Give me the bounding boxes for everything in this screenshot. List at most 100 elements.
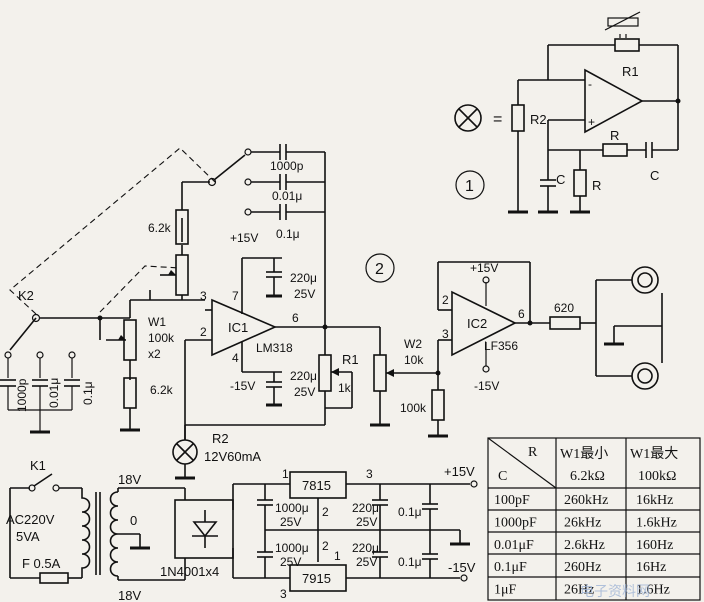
ps-cap220-25-top: 25V: [356, 515, 377, 529]
table-sub1: 6.2kΩ: [570, 469, 605, 484]
ic1-pin7: 7: [232, 289, 239, 303]
table-cell: 160Hz: [636, 538, 673, 553]
r1-name: R1: [342, 352, 359, 367]
ic1-cap220-top: 220μ: [290, 271, 317, 285]
ic1-pin2: 2: [200, 325, 207, 339]
18v-top: 18V: [118, 472, 141, 487]
reg-pin2-top: 2: [322, 505, 329, 519]
inset-c-bottom: C: [556, 172, 565, 187]
zero-label: 0: [130, 513, 137, 528]
table-cell: 1000pF: [494, 515, 537, 530]
out-plus15: +15V: [444, 464, 475, 479]
ic2-pin6: 6: [518, 307, 525, 321]
table-cell: 26Hz: [564, 583, 594, 598]
table-cell: 100pF: [494, 493, 530, 508]
ic1-cap220-bot: 220μ: [290, 369, 317, 383]
w1-name: W1: [148, 315, 166, 329]
r2-value: 12V60mA: [204, 449, 261, 464]
w2-value: 10k: [404, 353, 424, 367]
ic2-minus15: -15V: [474, 379, 499, 393]
table-cell: 260kHz: [564, 493, 608, 508]
range-switch-top: 1000p 0.01μ 0.1μ: [207, 144, 326, 325]
ps-cap01-bot: 0.1μ: [398, 555, 422, 569]
svg-text:-: -: [588, 77, 592, 91]
reg-pin3-top: 3: [366, 467, 373, 481]
table-cell: 26kHz: [564, 515, 601, 530]
w1-value: 100k: [148, 331, 175, 345]
r2-lamp: R2 12V60mA: [172, 425, 261, 480]
r-620: 620: [554, 301, 574, 315]
table-cell: 1.6kHz: [636, 515, 677, 530]
output-section: 620: [549, 266, 663, 390]
table-cell: 2.6kHz: [564, 538, 605, 553]
reg-pin1-bot: 1: [334, 549, 341, 563]
watermark: 电子资料网: [580, 584, 650, 600]
reg-pin3-bot: 3: [280, 587, 287, 601]
ic2-pin3: 3: [442, 327, 449, 341]
reg-pin2-bot: 2: [322, 539, 329, 553]
table-cell: 1.6Hz: [636, 583, 670, 598]
ganged-link: [9, 147, 216, 315]
left-capacitor-bank: 1000p 0.01μ 0.1μ: [0, 358, 95, 434]
w2-potentiometer: W2 10k 100k: [370, 327, 448, 438]
svg-text:+: +: [588, 115, 595, 129]
ps-cap1000-bot: 1000μ: [275, 541, 309, 555]
cap-1000p-left: 1000p: [15, 378, 29, 412]
inset-r2: R2: [530, 112, 547, 127]
va-label: 5VA: [16, 529, 40, 544]
table-cell: 0.1μF: [494, 560, 527, 575]
table-sub2: 100kΩ: [638, 469, 676, 484]
r1-potentiometer: R1 1k: [185, 327, 359, 426]
table-cell: 16kHz: [636, 493, 673, 508]
inset-r: R: [610, 128, 619, 143]
cap-01-top: 0.1μ: [276, 227, 300, 241]
inset-equivalent: = R2 R1 - + C R C: [454, 11, 681, 214]
table-cell: 1μF: [494, 583, 517, 598]
ic1-cap25-top: 25V: [294, 287, 315, 301]
ps-cap25-top: 25V: [280, 515, 301, 529]
out-minus15: -15V: [448, 560, 476, 575]
k1-label: K1: [30, 458, 46, 473]
table-col1: W1最小: [560, 446, 608, 462]
ps-cap1000-top: 1000μ: [275, 501, 309, 515]
ic2-pin2: 2: [442, 293, 449, 307]
r1-value: 1k: [338, 381, 352, 395]
circle-2-text: 2: [375, 261, 384, 278]
r2-name: R2: [212, 431, 229, 446]
ic1-plus15: +15V: [230, 231, 258, 245]
w1-gang: x2: [148, 347, 161, 361]
cap-001-top: 0.01μ: [272, 189, 302, 203]
w2-name: W2: [404, 337, 422, 351]
power-supply: K1 AC220V 5VA F 0.5A 18V 18V 0: [6, 458, 478, 602]
ic2-label: IC2: [467, 316, 487, 331]
r-6-2k-top: 6.2k: [148, 221, 172, 235]
table-col2: W1最大: [630, 446, 678, 462]
ic1-opamp: IC1 LM318 3 2 7 4 6 +15V 220μ 25V -15V 2…: [184, 231, 380, 440]
circle-1-text: 1: [465, 178, 474, 195]
18v-bottom: 18V: [118, 588, 141, 602]
ps-cap220-top: 220μ: [352, 501, 379, 515]
reg-pin1-top: 1: [282, 467, 289, 481]
table-header-c: C: [498, 469, 507, 484]
cap-01-left: 0.1μ: [81, 381, 95, 405]
circle-label-2: 2: [365, 253, 395, 283]
cap-001-left: 0.01μ: [47, 378, 61, 408]
ac-label: AC220V: [6, 512, 55, 527]
cap-1000p-top: 1000p: [270, 159, 304, 173]
ic2-opamp: IC2 LF356 3 2 6 +15V -15V: [437, 261, 550, 393]
ic1-minus15: -15V: [230, 379, 255, 393]
reg-7915: 7915: [302, 571, 331, 586]
r-100k: 100k: [400, 401, 427, 415]
ic1-pin4: 4: [232, 351, 239, 365]
reg-7815: 7815: [302, 478, 331, 493]
ps-cap01-top: 0.1μ: [398, 505, 422, 519]
ic2-plus15: +15V: [470, 261, 498, 275]
table-cell: 260Hz: [564, 560, 601, 575]
inset-r1: R1: [622, 64, 639, 79]
ps-cap220-25-bot: 25V: [356, 555, 377, 569]
w1-potentiometer: W1 100k x2 6.2k: [97, 315, 175, 432]
